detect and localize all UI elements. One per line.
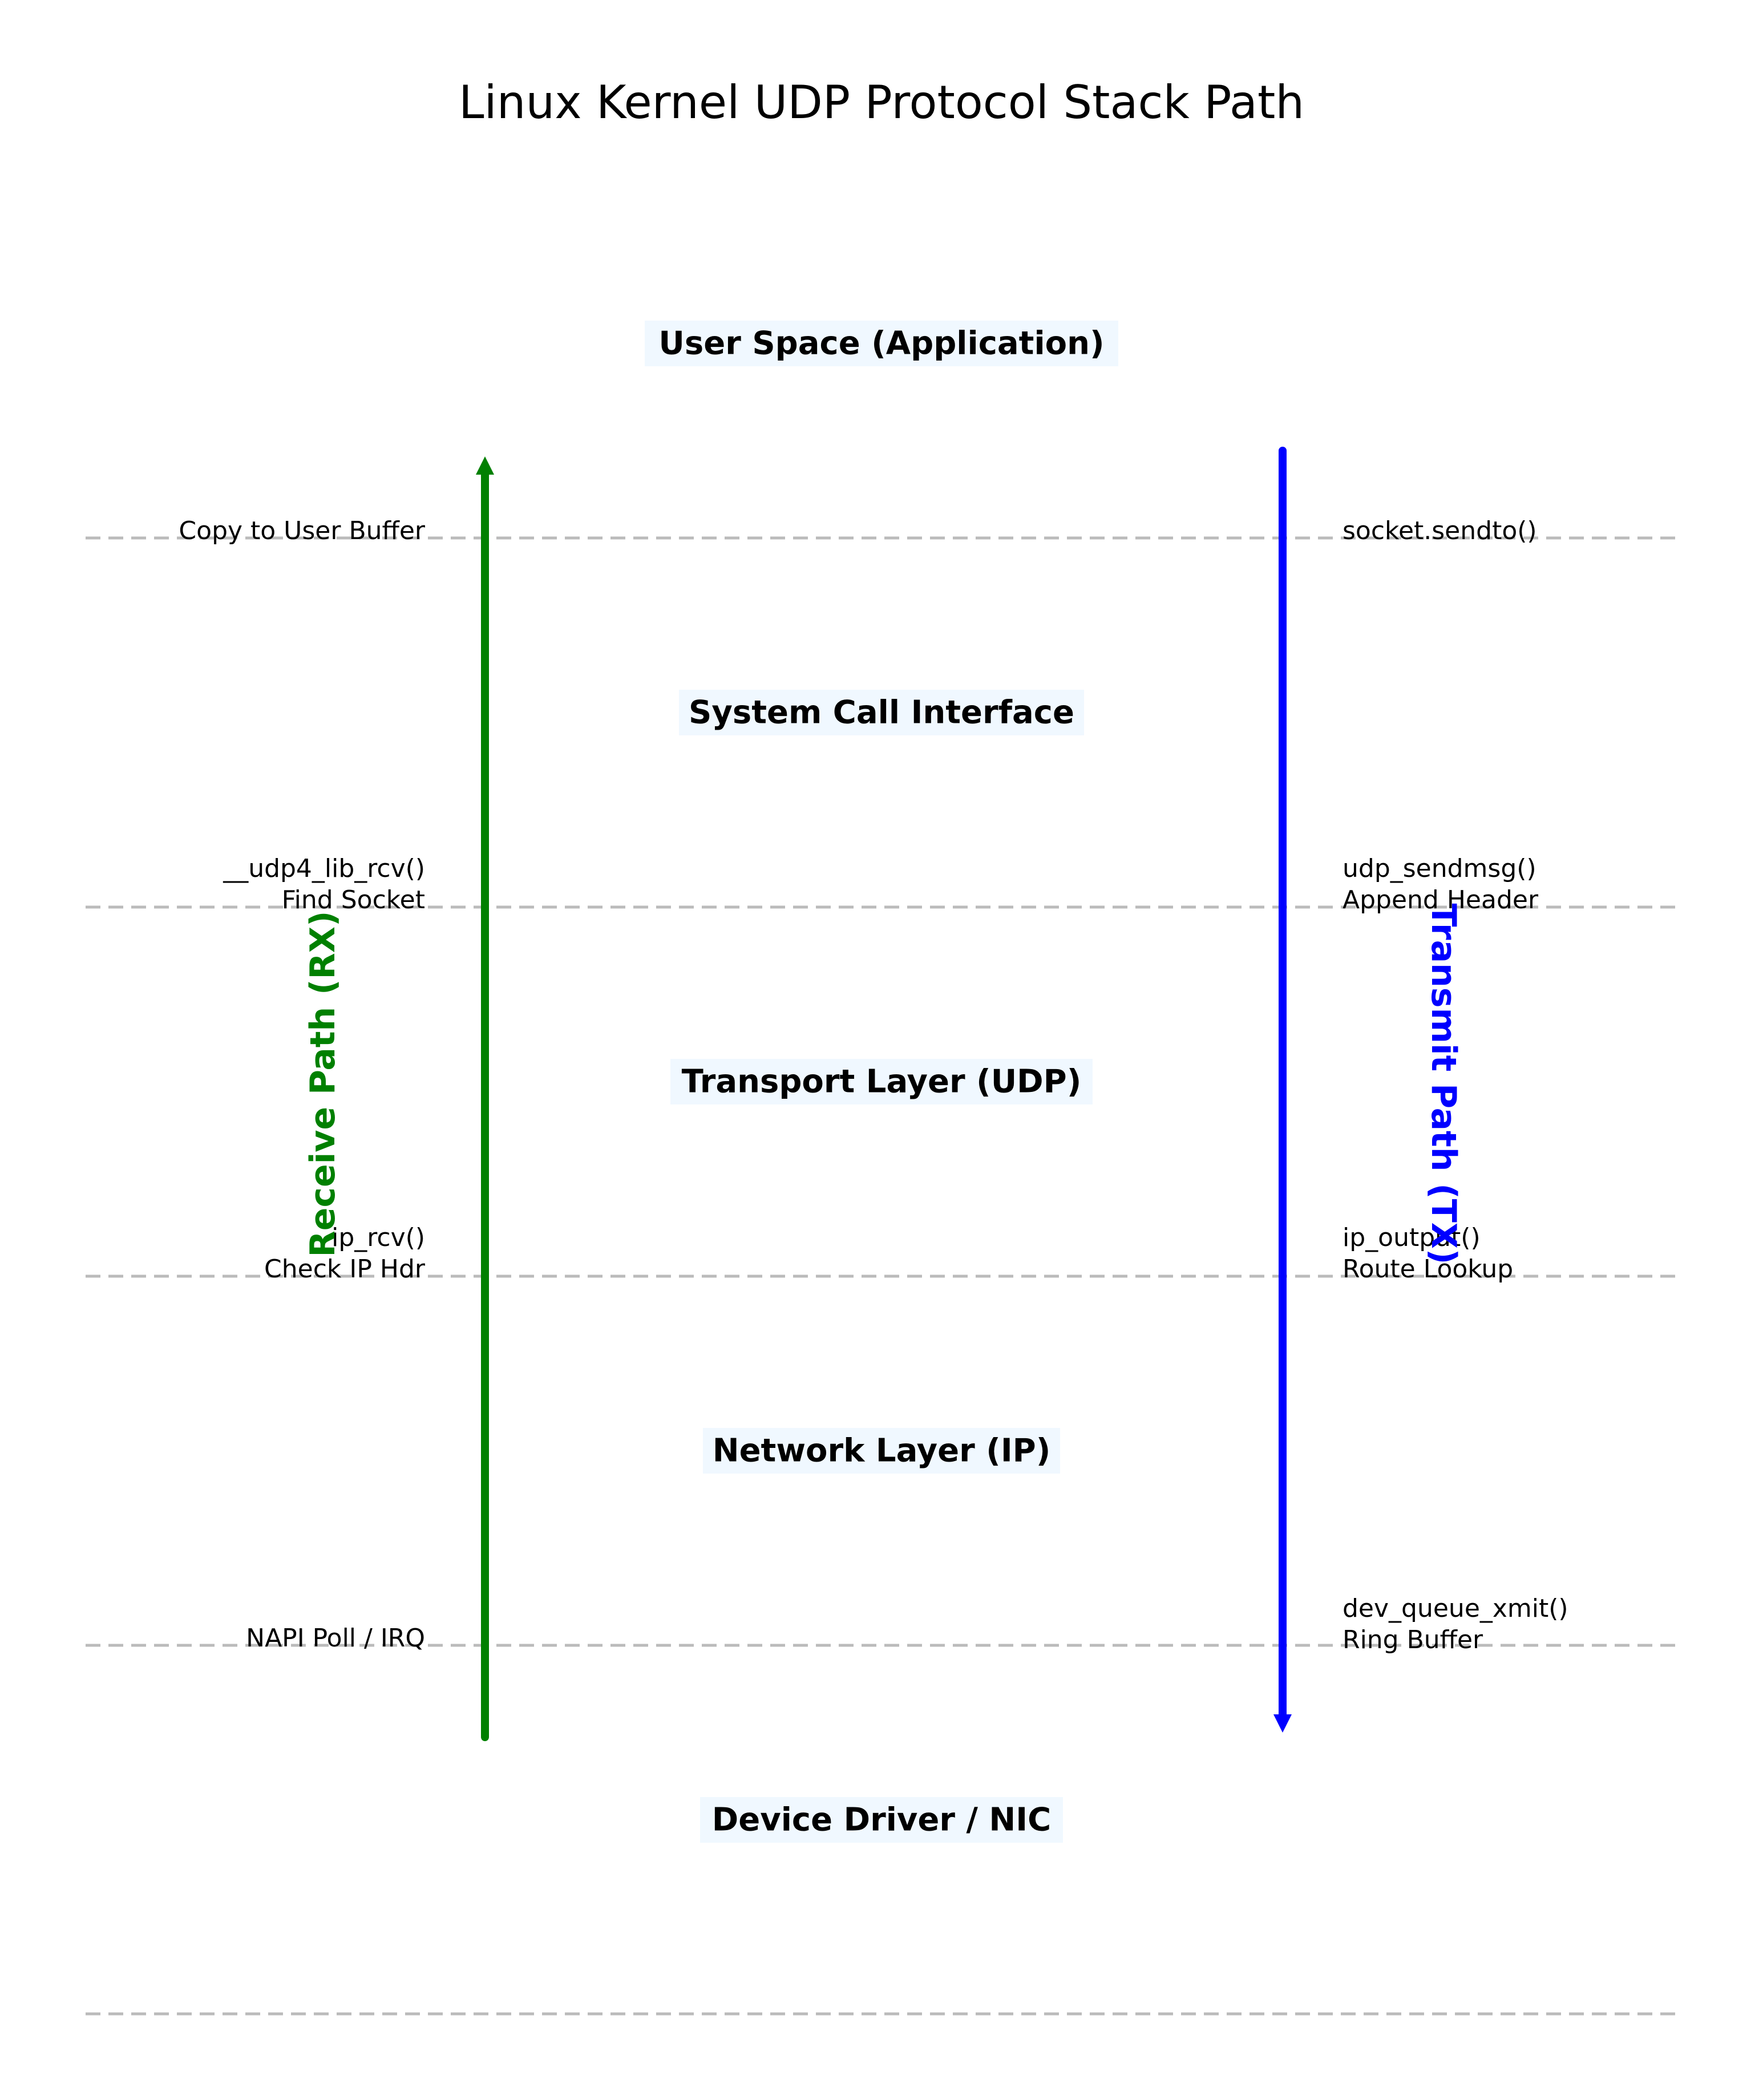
layer-label-device-driver: Device Driver / NIC xyxy=(700,1797,1063,1843)
layer-label-text: Device Driver / NIC xyxy=(712,1802,1051,1839)
tx-arrow xyxy=(1273,447,1292,1733)
layer-label-bg xyxy=(670,1059,1093,1104)
tx-annotation: udp_sendmsg() xyxy=(1343,854,1536,883)
rx-annotations: Copy to User Buffer __udp4_lib_rcv() Fin… xyxy=(179,516,425,1653)
rx-annotation: Check IP Hdr xyxy=(264,1255,426,1284)
rx-arrow xyxy=(476,456,494,1741)
tx-arrowhead xyxy=(1273,1714,1292,1733)
rx-arrowhead xyxy=(476,456,494,475)
layer-label-text: System Call Interface xyxy=(689,694,1074,731)
layer-label-text: Network Layer (IP) xyxy=(713,1433,1051,1470)
rx-path-label: Receive Path (RX) xyxy=(303,911,343,1257)
layer-label-transport: Transport Layer (UDP) xyxy=(670,1059,1093,1104)
layer-label-system-call: System Call Interface xyxy=(679,690,1084,735)
rx-annotation: __udp4_lib_rcv() xyxy=(223,854,425,883)
layer-label-bg xyxy=(703,1428,1060,1474)
diagram-title: Linux Kernel UDP Protocol Stack Path xyxy=(459,76,1304,129)
layer-label-bg xyxy=(679,690,1084,735)
tx-annotation: Ring Buffer xyxy=(1343,1625,1483,1654)
layer-label-text: User Space (Application) xyxy=(658,325,1104,362)
tx-annotation: Append Header xyxy=(1343,885,1539,915)
layer-label-text: Transport Layer (UDP) xyxy=(682,1063,1082,1100)
tx-annotation: Route Lookup xyxy=(1343,1255,1513,1284)
rx-annotation: Find Socket xyxy=(282,885,425,915)
layer-label-network: Network Layer (IP) xyxy=(703,1428,1060,1474)
rx-annotation: NAPI Poll / IRQ xyxy=(246,1624,425,1653)
tx-annotations: socket.sendto() udp_sendmsg() Append Hea… xyxy=(1343,516,1568,1654)
tx-annotation: ip_output() xyxy=(1343,1223,1481,1252)
tx-annotation: socket.sendto() xyxy=(1343,516,1537,545)
layer-label-bg xyxy=(645,321,1118,366)
tx-path-label: Transmit Path (TX) xyxy=(1424,904,1463,1265)
layer-label-user-space: User Space (Application) xyxy=(645,321,1118,366)
rx-annotation: Copy to User Buffer xyxy=(179,516,425,545)
layer-label-bg xyxy=(700,1797,1063,1843)
layer-dividers xyxy=(86,536,1677,2016)
rx-annotation: ip_rcv() xyxy=(331,1223,425,1252)
tx-annotation: dev_queue_xmit() xyxy=(1343,1594,1568,1623)
